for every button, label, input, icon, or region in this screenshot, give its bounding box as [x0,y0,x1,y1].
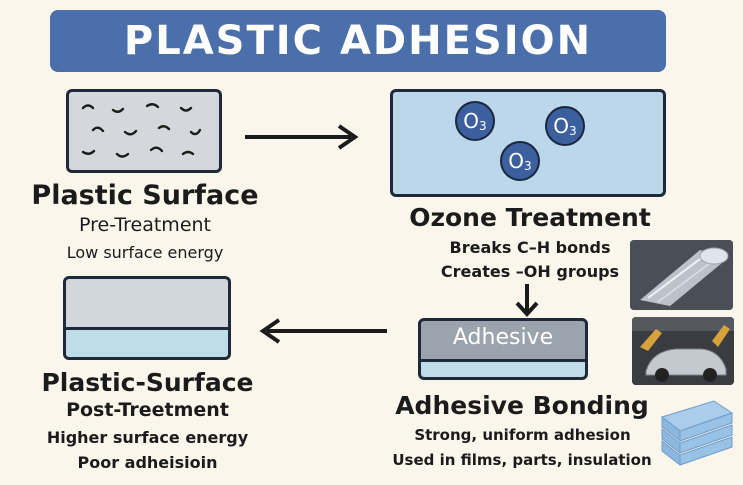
arrow-right-icon [245,124,359,150]
insulation-panels-photo [656,397,734,475]
ozone-treatment-heading: Ozone Treatment [409,203,651,232]
car-factory-photo [632,317,734,385]
post-treatment-surface-illustration [63,276,231,360]
post-treatment-line-2: Poor adheisioin [77,453,218,472]
surface-squiggles [81,103,202,158]
pre-treatment-subheading: Pre-Treatment [79,214,211,236]
arrow-down-icon [515,284,539,317]
adhesive-bonding-line-2: Used in films, parts, insulation [392,451,652,469]
pre-treatment-surface-illustration [66,89,222,173]
page-title: PLASTIC ADHESION [123,18,593,64]
adhesive-bonding-heading: Adhesive Bonding [395,391,649,420]
pre-treatment-heading: Plastic Surface [31,180,259,211]
adhesive-layer-illustration [418,318,588,380]
ozone-treatment-line-1: Breaks C–H bonds [449,238,611,257]
arrow-left-icon [259,318,387,344]
pre-treatment-note: Low surface energy [66,243,224,262]
title-banner: PLASTIC ADHESION [50,10,666,72]
plastic-film-photo [630,240,733,310]
adhesive-bonding-line-1: Strong, uniform adhesion [414,426,631,444]
adhesive-layer-label: Adhesive [452,324,554,350]
ozone-treatment-line-2: Creates –OH groups [440,262,620,281]
post-treatment-subheading: Post-Treetment [66,399,229,421]
post-treatment-heading: Plastic-Surface [41,368,254,397]
post-treatment-line-1: Higher surface energy [46,428,249,447]
